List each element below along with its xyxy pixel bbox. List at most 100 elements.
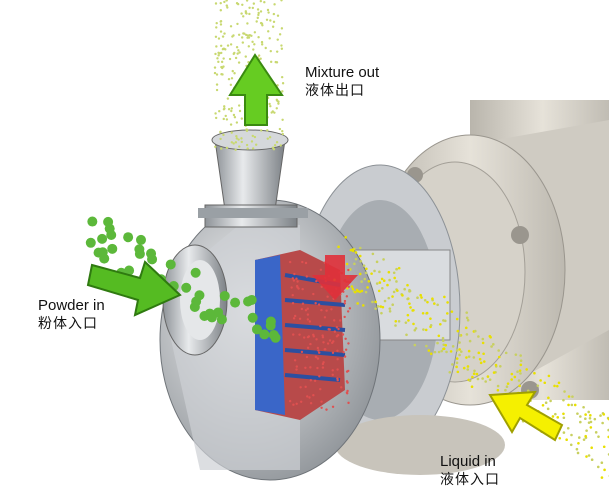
particle [257,11,260,15]
particle [504,351,508,355]
particle [214,35,218,39]
particle [288,260,292,264]
particle [302,336,306,339]
particle [413,343,417,347]
particle [441,339,445,343]
particle [497,349,500,352]
particle [231,35,234,38]
particle [280,44,283,47]
particle [230,131,233,134]
particle [397,266,401,270]
particle [301,302,305,305]
particle [596,465,600,469]
particle [388,278,391,282]
particle [259,21,263,25]
particle [477,335,480,338]
particle [306,307,309,310]
particle [455,349,459,352]
particle [344,235,348,239]
particle [599,414,602,417]
particle [246,36,249,39]
particle [336,377,339,380]
particle [281,82,285,85]
particle [234,148,237,151]
particle [242,15,245,18]
particle [344,348,348,351]
particle [265,316,276,327]
particle [437,334,441,338]
particle [579,415,582,418]
particle [585,455,588,458]
particle [366,286,369,289]
particle [467,355,471,358]
particle [371,300,374,304]
particle [467,349,471,353]
particle [272,20,276,24]
particle [423,298,427,302]
particle [492,371,496,374]
particle [254,143,258,146]
particle [230,107,234,110]
particle [401,294,404,297]
particle [380,311,383,315]
particle [245,0,249,2]
particle [359,259,363,263]
particle [517,379,521,382]
particle [343,299,347,303]
particle [240,137,243,140]
particle [288,399,292,403]
particle [544,401,548,405]
particle [316,366,319,370]
particle [309,342,312,346]
particle [407,319,410,322]
particle [335,326,339,329]
particle [336,349,339,353]
particle [233,115,237,119]
particle [222,57,225,60]
particle [364,290,368,294]
particle [465,311,469,314]
particle [314,355,318,359]
particle [220,51,223,55]
particle [309,366,312,369]
particle [558,436,562,440]
particle [360,280,363,283]
particle [191,296,202,307]
particle [220,147,223,150]
particle [315,279,318,283]
particle [271,25,275,28]
particle [395,280,398,283]
particle [536,384,540,387]
particle [87,216,98,227]
particle [325,408,328,411]
particle [220,60,224,64]
particle [575,447,579,451]
particle [443,295,446,299]
particle [97,233,108,244]
particle [441,336,445,340]
particle [393,276,396,280]
particle [263,0,266,4]
particle [431,297,434,301]
particle [280,47,284,50]
powder-in-label: Powder in 粉体入口 [38,296,105,334]
particle [293,272,296,276]
particle [506,382,510,385]
particle [427,349,431,352]
particle [602,445,606,449]
particle [347,285,350,288]
particle [551,415,555,418]
particle [275,50,279,53]
particle [226,6,229,9]
particle [363,277,367,281]
particle [316,357,320,360]
particle [230,77,234,80]
particle [439,322,442,326]
particle [190,267,201,278]
particle [216,314,227,325]
particle [222,117,225,121]
particle [510,378,513,381]
particle [343,302,347,305]
particle [279,144,282,147]
particle [490,345,493,348]
